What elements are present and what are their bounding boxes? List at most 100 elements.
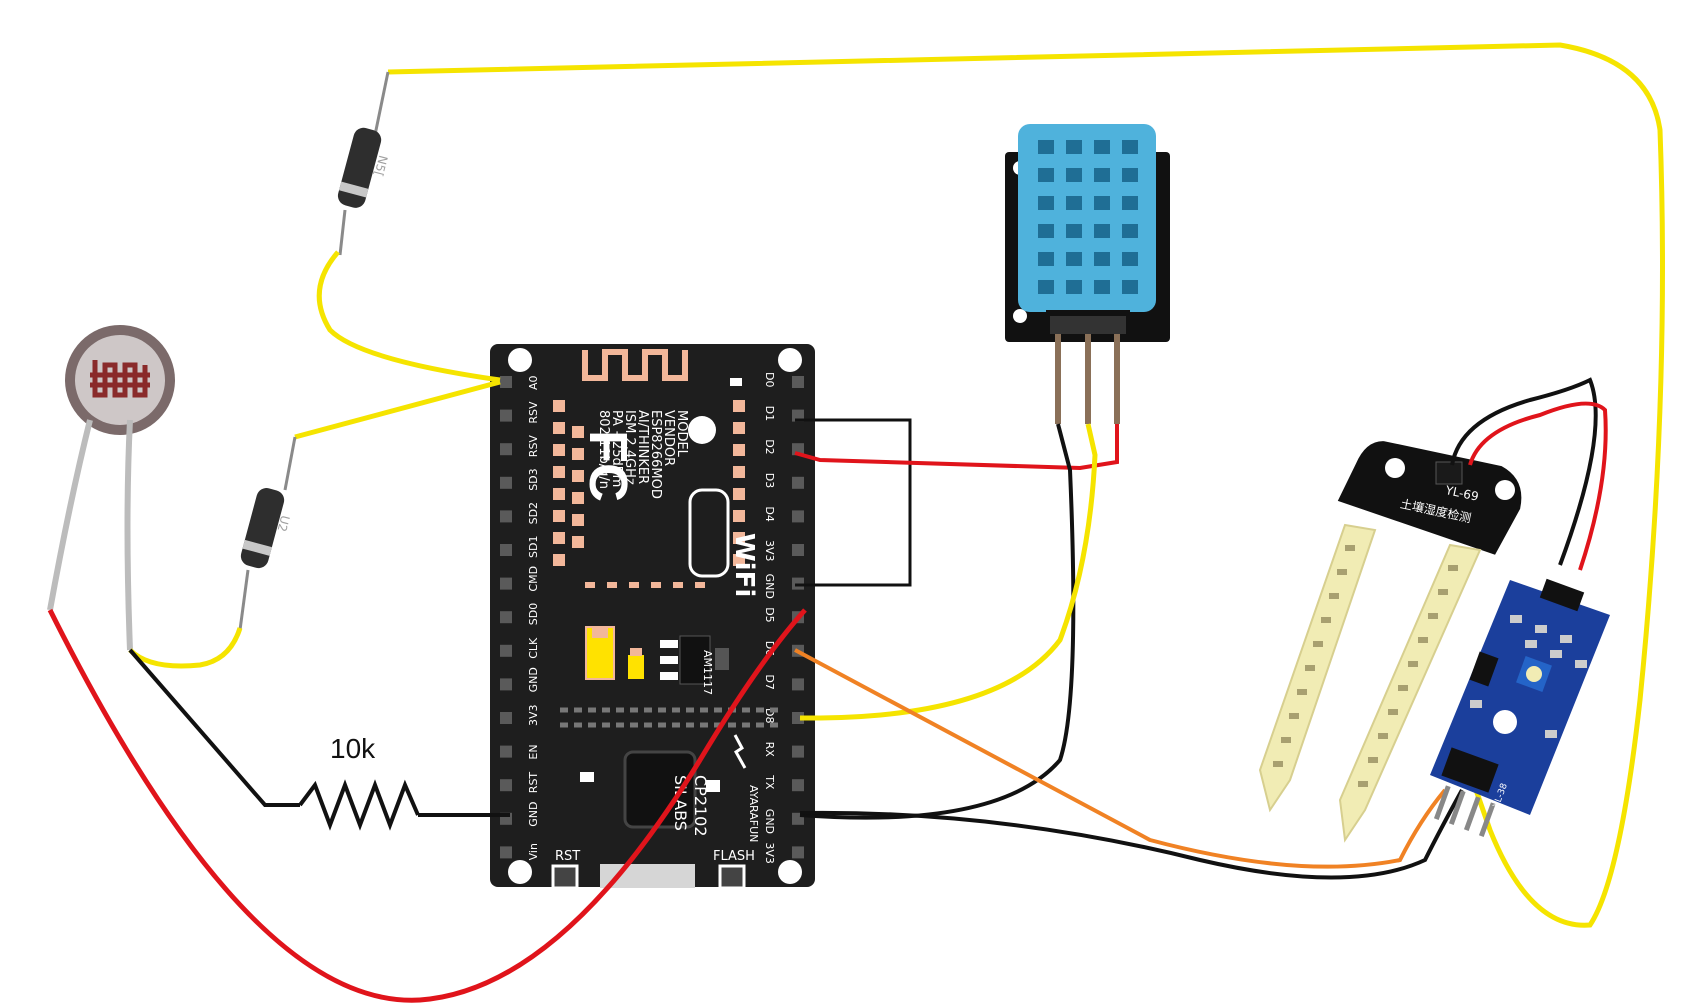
pin-hole-right — [792, 712, 804, 724]
pin-label-left: Vin — [527, 843, 540, 860]
probe-pad — [1345, 545, 1355, 551]
pin-label-right: RX — [763, 742, 776, 758]
pin-hole-right — [792, 678, 804, 691]
pin-hole-right — [792, 779, 804, 792]
probe-pad — [1337, 569, 1347, 575]
svg-text:WiFi: WiFi — [729, 533, 759, 597]
svg-text:FLASH: FLASH — [713, 849, 755, 864]
smd-component — [1525, 640, 1537, 648]
pin-label-left: SD2 — [527, 502, 540, 524]
pin-label-left: CLK — [527, 637, 540, 659]
pin-label-right: D0 — [763, 372, 776, 387]
module-text-line: MODEL — [674, 410, 689, 458]
sensor-module-icon: YL-38 — [1430, 578, 1610, 837]
svg-text:YL-69: YL-69 — [1443, 483, 1480, 504]
pad — [629, 582, 639, 588]
pin-label-left: RST — [527, 772, 540, 794]
svg-text:CP2102: CP2102 — [691, 775, 710, 837]
pin-hole-left — [500, 376, 512, 388]
pin-hole-right — [792, 745, 804, 758]
pad — [733, 488, 745, 500]
probe-pad — [1398, 685, 1408, 691]
pin-hole-right — [792, 443, 804, 456]
pin-hole-left — [500, 611, 512, 624]
pad — [733, 422, 745, 434]
pin-hole-left — [500, 745, 512, 758]
pin-hole-right — [792, 476, 804, 489]
dht-vent — [1094, 280, 1110, 294]
diode-icon: N5[ — [337, 127, 390, 208]
svg-text:AM1117: AM1117 — [701, 650, 714, 695]
pad — [695, 582, 705, 588]
pin-hole-left — [500, 443, 512, 456]
pin-label-left: RSV — [527, 435, 540, 458]
pin-hole-left — [500, 644, 512, 657]
pin-hole-left — [500, 544, 512, 556]
resistor-icon — [298, 779, 420, 831]
pad — [733, 510, 745, 522]
module-text-line: AI/THINKER — [635, 410, 650, 484]
ldr-icon — [47, 325, 175, 651]
fc-logo-icon: FC — [578, 430, 638, 502]
pin-label-left: EN — [527, 744, 540, 759]
nodemcu-board-icon: A0RSVRSVSD3SD2SD1CMDSD0CLKGND3V3ENRSTGND… — [490, 344, 815, 890]
pad — [572, 448, 584, 460]
pin-label-left: 3V3 — [527, 704, 540, 726]
pad — [733, 466, 745, 478]
probe-pad — [1358, 781, 1368, 787]
svg-text:N5[: N5[ — [371, 154, 390, 178]
pin-label-right: D2 — [763, 439, 776, 454]
pin-hole-left — [500, 409, 512, 422]
dht-vent — [1038, 168, 1054, 182]
wifi-icon: WiFi — [688, 488, 759, 597]
resistor-label: 10k — [330, 733, 376, 764]
probe-pad — [1438, 589, 1448, 595]
svg-text:AYARAFUN: AYARAFUN — [747, 785, 760, 842]
diode-icon: U2 — [240, 488, 293, 569]
dht-vent — [1094, 140, 1110, 154]
pad — [733, 444, 745, 456]
probe-pad — [1321, 617, 1331, 623]
probe-pad — [1368, 757, 1378, 763]
pad — [572, 536, 584, 548]
pin-hole-left — [500, 846, 512, 859]
svg-text:SILABS: SILABS — [671, 775, 690, 831]
pad — [673, 582, 683, 588]
dht-vent — [1122, 280, 1138, 294]
pad — [733, 532, 745, 544]
smd-component — [1545, 730, 1557, 738]
dht-vent — [1038, 280, 1054, 294]
dht-vent — [1038, 196, 1054, 210]
pin-label-right: TX — [763, 774, 776, 790]
pad — [572, 470, 584, 482]
pin-hole-left — [500, 577, 512, 590]
pin-label-right: D4 — [763, 506, 776, 521]
probe-pad — [1273, 761, 1283, 767]
soil-probe-icon: YL-69 土壤湿度检测 — [1258, 441, 1522, 843]
pad — [553, 444, 565, 456]
pin-label-right: GND — [763, 574, 776, 599]
smd-component — [1535, 625, 1547, 633]
pad — [553, 510, 565, 522]
probe-pad — [1313, 641, 1323, 647]
probe-pad — [1281, 737, 1291, 743]
pin-label-left: A0 — [527, 375, 540, 390]
module-text-line: ISM 2.4GHz — [622, 410, 637, 485]
dht11-icon — [1005, 124, 1170, 424]
dht-vent — [1094, 252, 1110, 266]
dht-vent — [1066, 224, 1082, 238]
pin-label-right: D3 — [763, 473, 776, 488]
smd-component — [1510, 615, 1522, 623]
pin-label-left: RSV — [527, 401, 540, 424]
dht-vent — [1066, 168, 1082, 182]
pin-label-right: D1 — [763, 406, 776, 421]
smd-component — [1550, 650, 1562, 658]
dht-vent — [1122, 168, 1138, 182]
dht-vent — [1122, 224, 1138, 238]
esp-pads — [553, 400, 745, 588]
pin-label-right: D5 — [763, 607, 776, 622]
probe-pad — [1289, 713, 1299, 719]
svg-text:U2: U2 — [275, 514, 293, 533]
pin-hole-right — [792, 846, 804, 859]
